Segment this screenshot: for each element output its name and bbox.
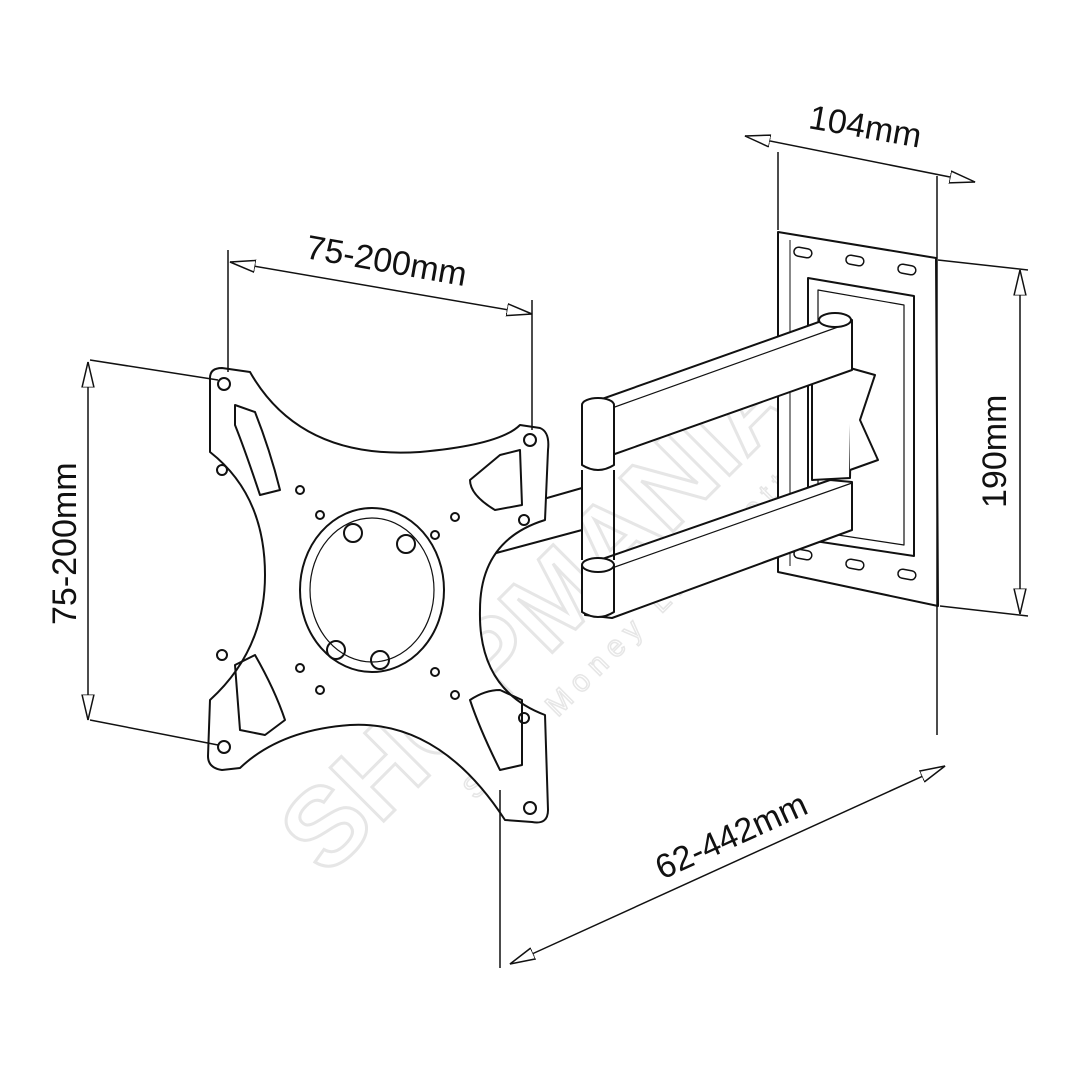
dimension-wall-plate-width: 104mm	[806, 98, 924, 155]
vesa-plate	[207, 367, 550, 824]
dimension-vesa-horizontal: 75-200mm	[303, 228, 470, 294]
wall-pivot	[811, 367, 879, 481]
upper-arm	[581, 312, 853, 471]
dimension-extension-range: 62-442mm	[650, 785, 814, 887]
dimension-vesa-vertical: 75-200mm	[46, 462, 84, 625]
dimension-wall-plate-height: 190mm	[976, 395, 1014, 508]
dimension-lines	[88, 136, 1029, 968]
